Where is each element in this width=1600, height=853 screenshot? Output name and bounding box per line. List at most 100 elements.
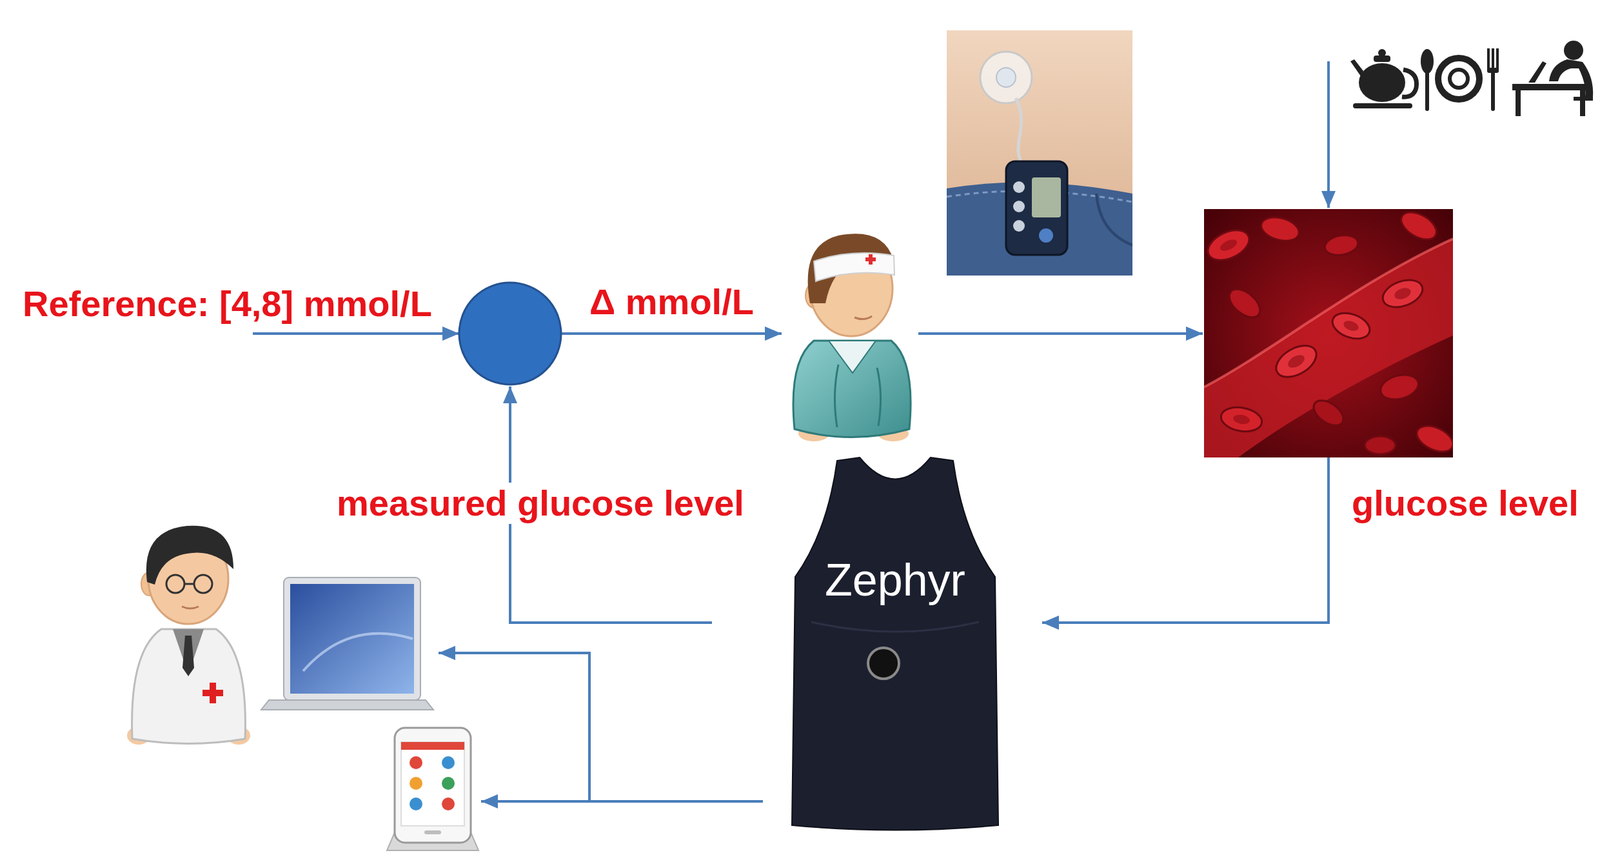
patient-icon-part <box>828 340 876 373</box>
doctor-icon-part <box>146 525 234 585</box>
signal-arrow <box>252 61 1329 801</box>
signal-label: measured glucose level <box>332 482 749 524</box>
vest-outline <box>791 457 999 830</box>
signal-arrow-part <box>252 332 460 335</box>
patient-icon-part <box>877 367 881 426</box>
brand-text: Zephyr <box>785 553 1005 607</box>
blood-vessel-image-part-part <box>1258 213 1303 245</box>
signal-arrow-part <box>561 332 782 335</box>
blood-vessel-image-part <box>1204 238 1453 458</box>
insulin-pump-photo-part <box>996 67 1016 88</box>
smartphone-icon-part <box>424 829 442 834</box>
blood-vessel-image-part-part <box>1271 339 1323 384</box>
activity-icons-part <box>1358 63 1406 102</box>
patient-icon-part <box>834 364 839 427</box>
doctor-icon-part <box>182 635 195 676</box>
insulin-pump-photo-part <box>946 30 1133 276</box>
smartphone-icon-part <box>409 776 423 790</box>
blood-vessel-image-part-part <box>1204 224 1254 267</box>
doctor-icon-part <box>181 606 199 609</box>
insulin-pump-photo-part <box>1015 98 1027 169</box>
signal-label: glucose level <box>1347 482 1583 524</box>
signal-label: Δ mmol/L <box>585 281 758 323</box>
activity-icons-part <box>1425 70 1430 111</box>
blood-vessel-image-part-part <box>1364 435 1396 455</box>
activity-icons-part <box>1491 70 1495 111</box>
blood-vessel-image-part <box>1204 238 1453 387</box>
blood-vessel-image-part <box>1218 237 1413 425</box>
insulin-pump-photo-part <box>1013 219 1025 232</box>
smartphone-icon-part <box>441 776 455 790</box>
insulin-pump-photo-part <box>1013 181 1025 193</box>
signal-arrow-part <box>438 652 763 801</box>
insulin-pump-photo <box>946 30 1133 276</box>
doctor-icon <box>127 525 251 745</box>
patient-icon-part <box>813 252 895 282</box>
blood-vessel-image <box>1204 208 1453 458</box>
smartphone-icon <box>386 727 479 850</box>
activity-icons-part <box>1350 59 1364 77</box>
blood-vessel-image-part <box>1204 208 1453 457</box>
activity-icons-part <box>1580 90 1586 117</box>
activity-icons-part <box>1549 59 1593 97</box>
activity-icons-part <box>1496 48 1499 71</box>
signal-arrow-part <box>481 799 590 803</box>
insulin-pump-photo-part <box>1013 200 1025 213</box>
patient-icon-part <box>854 316 872 320</box>
activity-icons-part <box>1487 48 1490 71</box>
laptop-icon-part <box>283 577 421 700</box>
activity-icons-part <box>1515 90 1521 117</box>
insulin-pump-photo-part <box>1006 161 1068 255</box>
smartphone-icon-part <box>394 727 471 843</box>
insulin-pump-photo-part <box>1038 228 1054 243</box>
label-holder: Δ mmol/L <box>585 281 758 323</box>
blood-vessel-image-part-part <box>1309 395 1348 431</box>
patient-icon <box>793 233 911 442</box>
smartphone-icon-part <box>401 741 465 826</box>
doctor-icon-part <box>202 689 224 696</box>
blood-vessel-image-part-part <box>1218 404 1264 435</box>
blood-vessel-image-part-part <box>1396 208 1442 246</box>
signal-label: Reference: [4,8] mmol/L <box>18 283 436 325</box>
smartphone-icon-part <box>409 755 423 769</box>
summing-junction-part <box>459 282 562 385</box>
activity-icons-part <box>1438 58 1480 100</box>
blood-vessel-image-part-part <box>1329 308 1374 344</box>
signal-arrow-part <box>1042 457 1329 623</box>
signal-arrow-part <box>918 332 1203 335</box>
blood-vessel-image-part-part <box>1392 285 1413 302</box>
smartphone-icon-part <box>401 741 465 750</box>
blood-vessel-image-part-part <box>1285 352 1307 371</box>
activity-icons-part <box>1378 49 1386 57</box>
label-holder: glucose level <box>1347 482 1583 524</box>
activity-icons-part <box>1402 69 1417 97</box>
vest-node: Zephyr <box>785 454 1005 832</box>
vest-seam <box>811 621 979 632</box>
blood-vessel-image-part-part <box>1412 420 1453 457</box>
laptop-icon <box>261 577 434 710</box>
doctor-icon-part <box>184 582 195 585</box>
insulin-pump-photo-part <box>1031 177 1061 218</box>
activity-icons-part <box>1563 40 1584 60</box>
vest-text-area: Zephyr <box>785 454 1005 607</box>
activity-icons-part <box>1528 61 1547 83</box>
blood-vessel-image-part-part <box>1218 237 1239 254</box>
signal-arrow-part <box>1327 61 1330 208</box>
smartphone-icon-part <box>441 755 455 769</box>
blood-vessel-image-part-part <box>1224 283 1265 324</box>
smartphone-icon-part <box>441 797 455 810</box>
vest-shape <box>785 454 1005 832</box>
blood-vessel-image-part-part <box>1377 370 1421 404</box>
activity-icons-part <box>1573 96 1593 101</box>
blood-vessel-image-part-part <box>1342 318 1360 333</box>
doctor-icon-part <box>132 628 246 744</box>
activity-icons-part <box>1420 49 1434 74</box>
blood-vessel-image-part-part <box>1378 274 1426 313</box>
laptop-icon-part <box>290 583 415 694</box>
activity-icons-part <box>1449 69 1468 88</box>
activity-icons-part <box>1581 100 1586 117</box>
laptop-icon-part <box>303 633 413 671</box>
insulin-pump-photo-part <box>980 51 1032 104</box>
doctor-icon-part <box>166 574 185 593</box>
